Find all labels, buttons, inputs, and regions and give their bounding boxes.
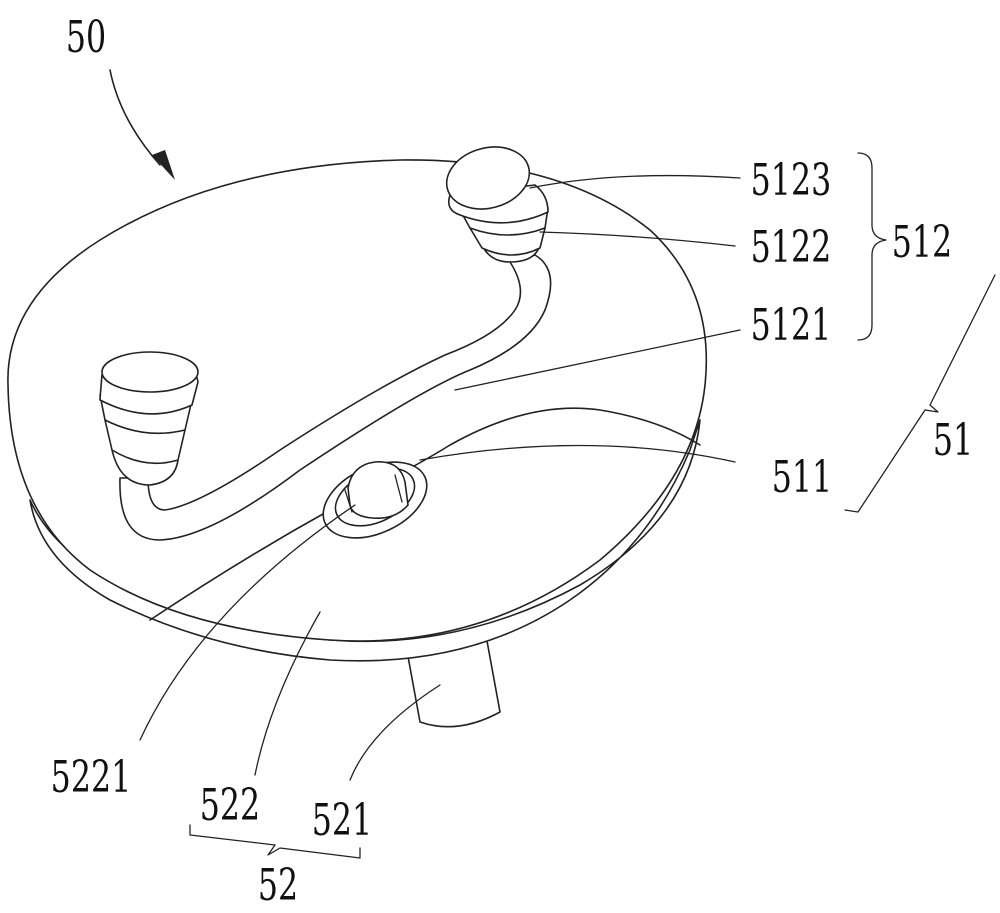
knob-left: [99, 351, 199, 486]
label-522: 522: [200, 780, 260, 832]
label-521: 521: [312, 795, 372, 847]
label-512: 512: [892, 217, 952, 269]
tube-5121: [119, 254, 552, 541]
brackets: [189, 152, 996, 859]
knob-right: [445, 146, 549, 263]
label-5122: 5122: [751, 222, 832, 274]
label-52: 52: [258, 860, 298, 912]
label-51: 51: [933, 415, 973, 467]
label-50: 50: [66, 12, 106, 64]
label-5123: 5123: [751, 155, 832, 207]
reference-numerals: 50 5123 5122 512 5121 51 511 5221 522 52…: [51, 12, 973, 912]
leader-lines: [139, 174, 741, 781]
arrow-50: [109, 69, 175, 180]
label-511: 511: [772, 452, 832, 504]
surface-curve-511: [149, 407, 701, 621]
label-5221: 5221: [51, 752, 132, 804]
label-5121: 5121: [751, 300, 832, 352]
center-pin-5221: [322, 461, 428, 539]
